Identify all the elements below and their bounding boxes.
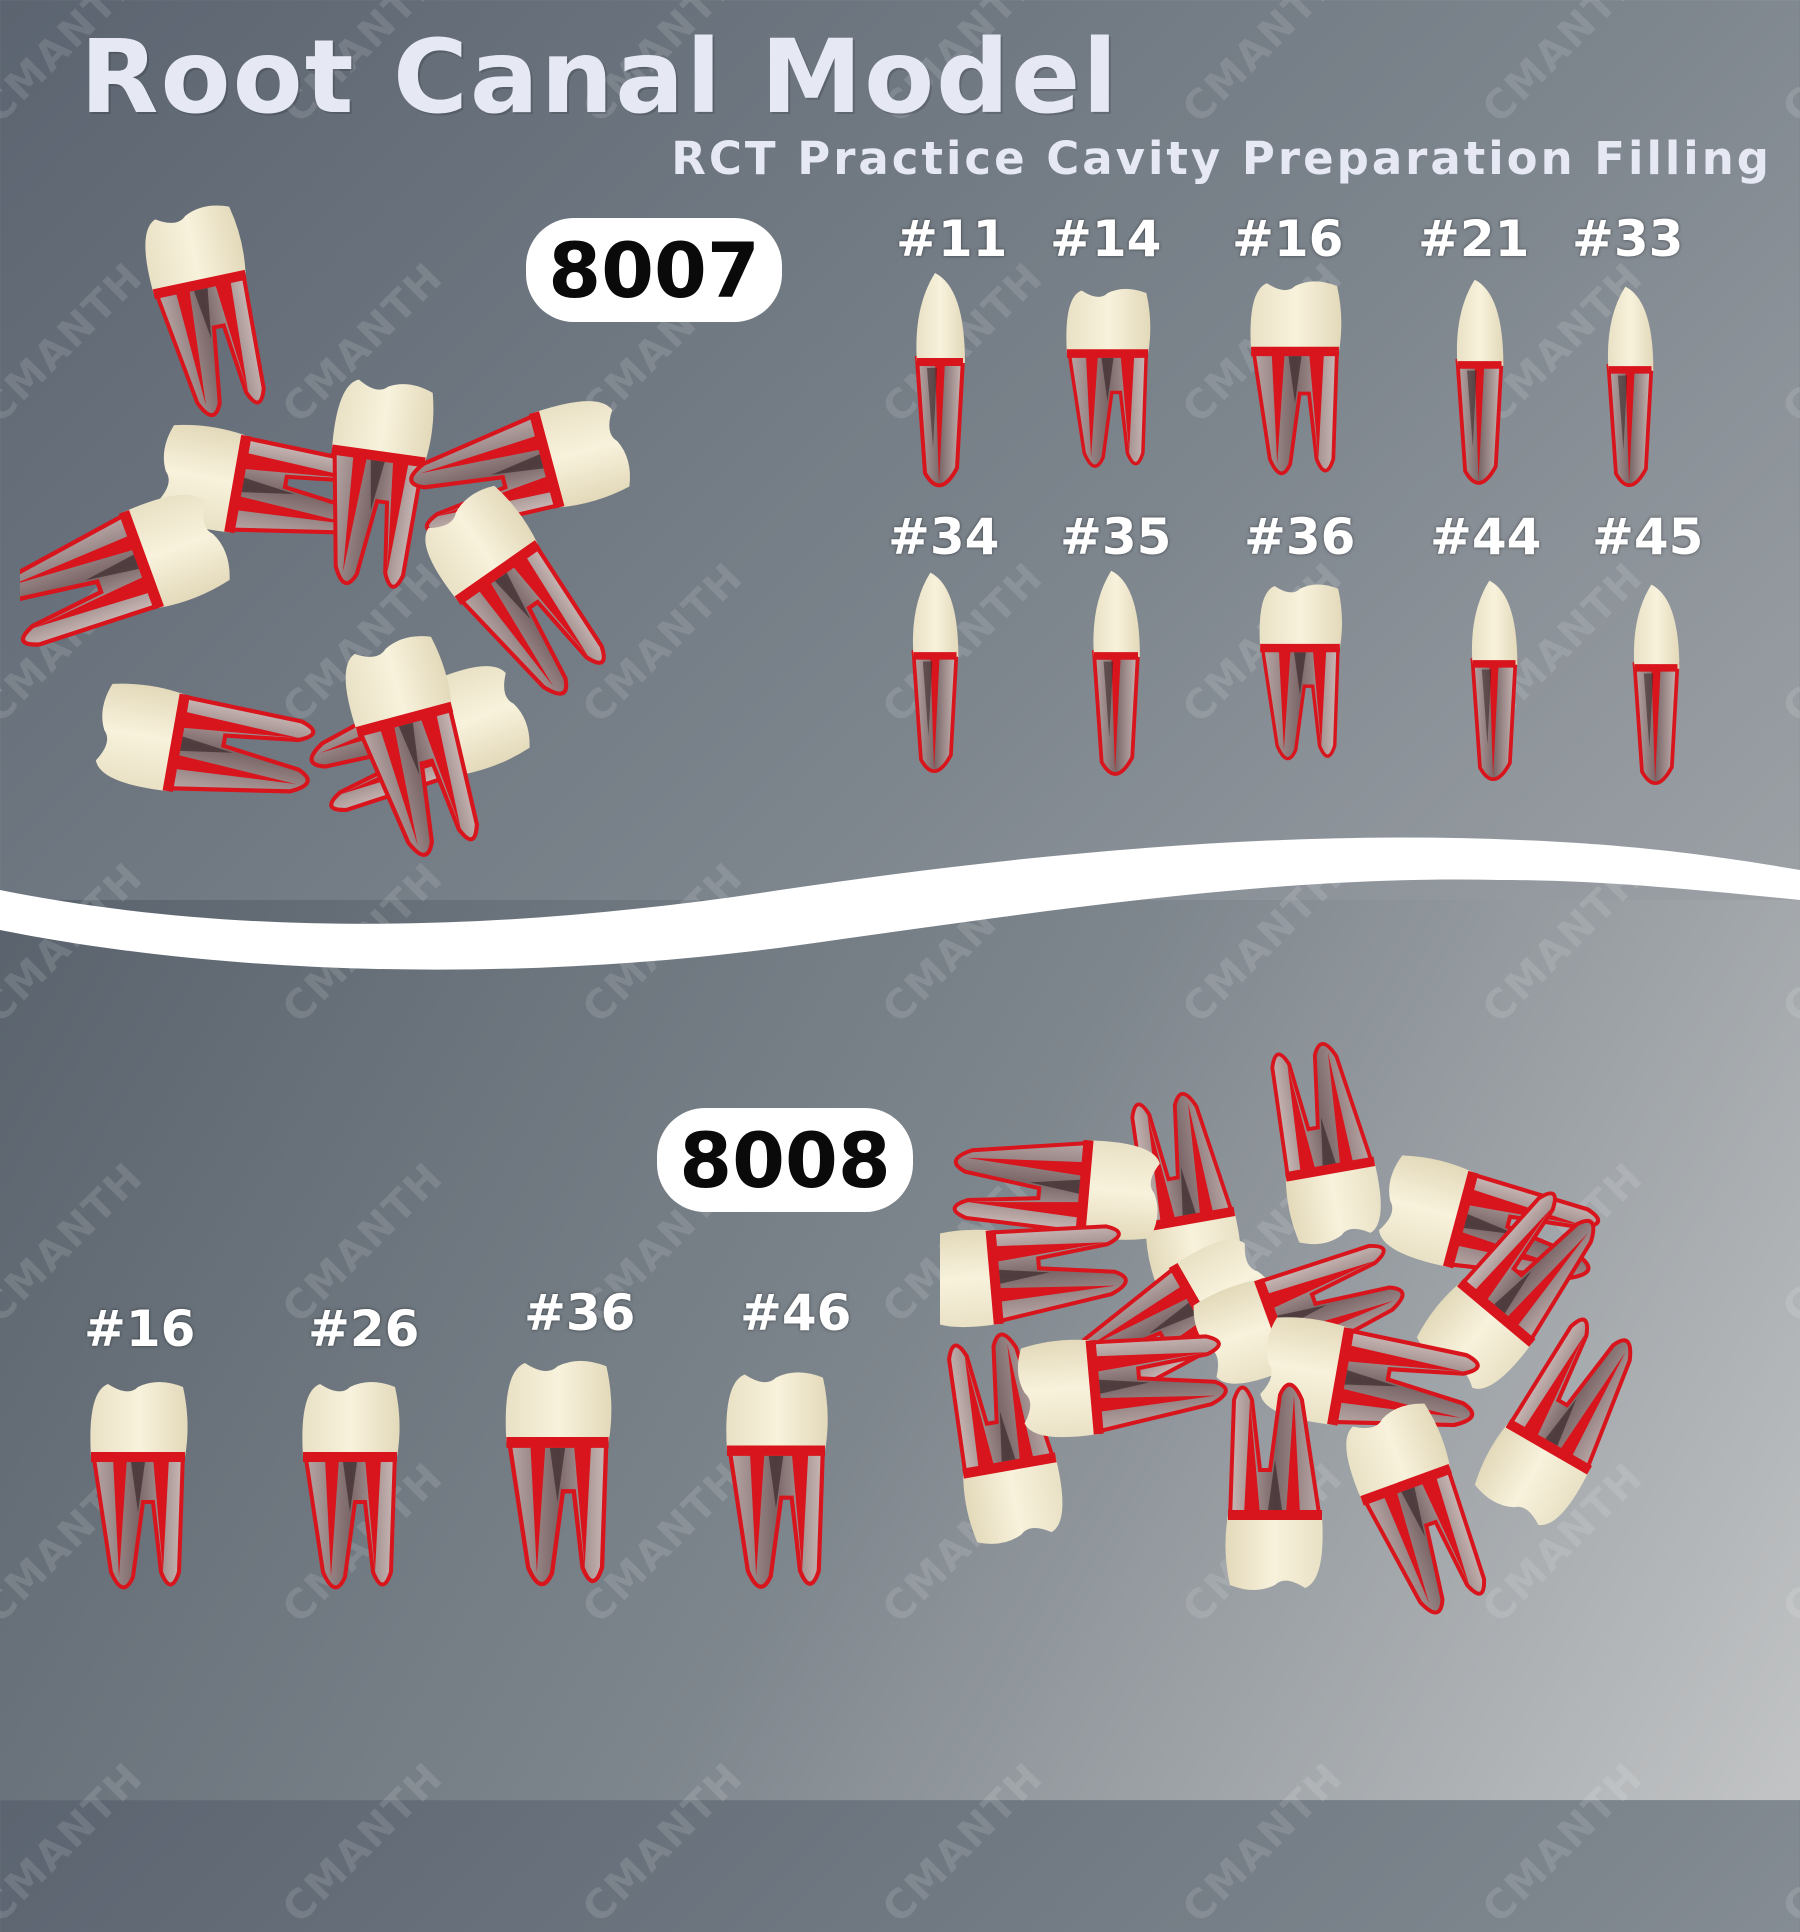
watermark-text: CMANTH <box>1773 553 1800 733</box>
page-subtitle: RCT Practice Cavity Preparation Filling <box>671 132 1772 185</box>
tooth-label-21: #21 <box>1418 210 1530 268</box>
tooth-35-image <box>1076 566 1156 786</box>
tooth-label-46-8008: #46 <box>740 1284 852 1342</box>
tooth-label-45: #45 <box>1592 508 1704 566</box>
tooth-label-44: #44 <box>1430 508 1542 566</box>
tooth-label-11: #11 <box>896 210 1008 268</box>
tooth-45-image <box>1616 580 1696 795</box>
model-8008-badge: 8008 <box>657 1108 913 1212</box>
tooth-label-16: #16 <box>1232 210 1344 268</box>
watermark-text: CMANTH <box>1473 0 1653 133</box>
tooth-34-image <box>900 568 970 783</box>
tooth-label-14: #14 <box>1050 210 1162 268</box>
page-title: Root Canal Model <box>80 18 1120 137</box>
tooth-16-image <box>1240 272 1350 487</box>
model-8008-tooth-pile <box>940 1030 1760 1650</box>
tooth-label-36: #36 <box>1244 508 1356 566</box>
tooth-label-16-8008: #16 <box>84 1300 196 1358</box>
tooth-11-image <box>905 268 975 498</box>
tooth-26-8008-image <box>270 1372 430 1602</box>
tooth-label-36-8008: #36 <box>524 1284 636 1342</box>
tooth-33-image <box>1596 282 1664 497</box>
tooth-44-image <box>1458 576 1530 791</box>
model-8007-badge: 8007 <box>526 218 782 322</box>
tooth-36-8008-image <box>480 1350 635 1600</box>
tooth-16-8008-image <box>68 1372 208 1602</box>
tooth-label-33: #33 <box>1572 210 1684 268</box>
tooth-14-image <box>1060 272 1155 487</box>
watermark-text: CMANTH <box>1773 253 1800 433</box>
tooth-36-image <box>1245 576 1355 771</box>
tooth-label-35: #35 <box>1060 508 1172 566</box>
watermark-text: CMANTH <box>1773 0 1800 133</box>
model-8007-tooth-pile <box>20 190 710 880</box>
tooth-label-34: #34 <box>888 508 1000 566</box>
tooth-46-8008-image <box>698 1362 854 1602</box>
tooth-21-image <box>1442 275 1517 495</box>
wave-divider <box>0 837 1800 970</box>
watermark-text: CMANTH <box>1173 0 1353 133</box>
tooth-label-26-8008: #26 <box>308 1300 420 1358</box>
